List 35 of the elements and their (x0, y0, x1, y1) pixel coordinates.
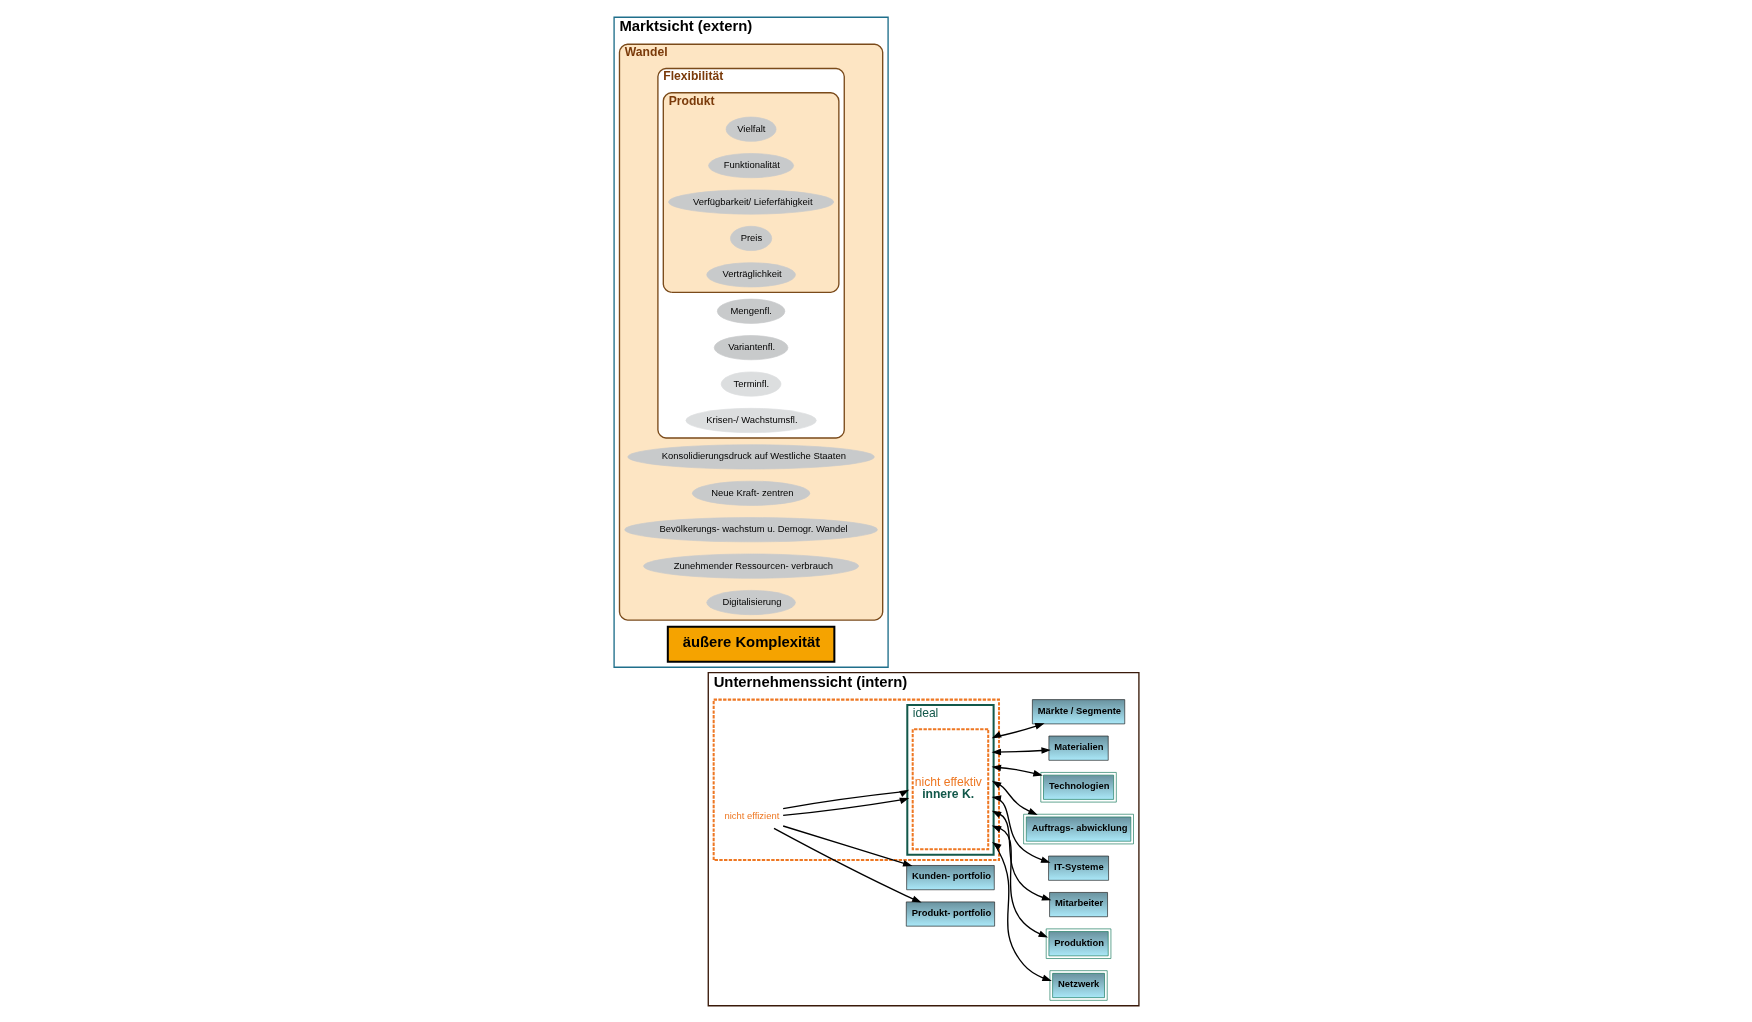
node-box: Mitarbeiter (1048, 891, 1108, 917)
node-ellipse: Konsolidierungsdruck auf Westliche Staaten (627, 443, 875, 469)
arrow (991, 780, 1038, 815)
node-ellipse: Vielfalt (725, 116, 776, 142)
arrow (991, 794, 1050, 863)
node-ellipse: Bevölkerungs- wachstum u. Demogr. Wandel (623, 516, 878, 542)
arrow (991, 841, 1052, 981)
node-ellipse: Funktionalität (707, 152, 794, 178)
node-box: Märkte / Segmente (1031, 698, 1125, 724)
arrow (781, 789, 909, 809)
arrow (991, 825, 1048, 937)
node-box: Produkt- portfolio (905, 901, 995, 926)
node-ellipse: Krisen-/ Wachstumsfl. (685, 407, 817, 433)
node-ellipse: Verträglichkeit (705, 261, 796, 287)
node-ellipse: Terminfl. (720, 371, 781, 397)
arrow (781, 824, 912, 866)
node-box: äußere Komplexität (666, 625, 835, 663)
node-ellipse: Verfügbarkeit/ Lieferfähigkeit (667, 189, 834, 214)
node-ellipse: Digitalisierung (705, 589, 796, 615)
node-box: nicht effektiv innere K. (911, 727, 989, 850)
arrow (781, 797, 909, 816)
node-ellipse: Preis (729, 225, 772, 251)
node-text: nicht effizient (723, 809, 779, 821)
arrow (991, 810, 1051, 900)
node-box: IT-Systeme (1047, 855, 1109, 881)
arrow (991, 764, 1043, 776)
node-ellipse: Zunehmender Ressourcen- verbrauch (642, 553, 859, 579)
node-ellipse: Neue Kraft- zentren (691, 480, 810, 506)
arrow (772, 827, 922, 903)
node-box: Materialien (1048, 735, 1109, 761)
arrow (991, 746, 1051, 755)
node-box: Kunden- portfolio (905, 864, 995, 890)
node-ellipse: Mengenfl. (716, 298, 785, 324)
arrow (991, 722, 1045, 738)
node-ellipse: Variantenfl. (713, 334, 788, 360)
